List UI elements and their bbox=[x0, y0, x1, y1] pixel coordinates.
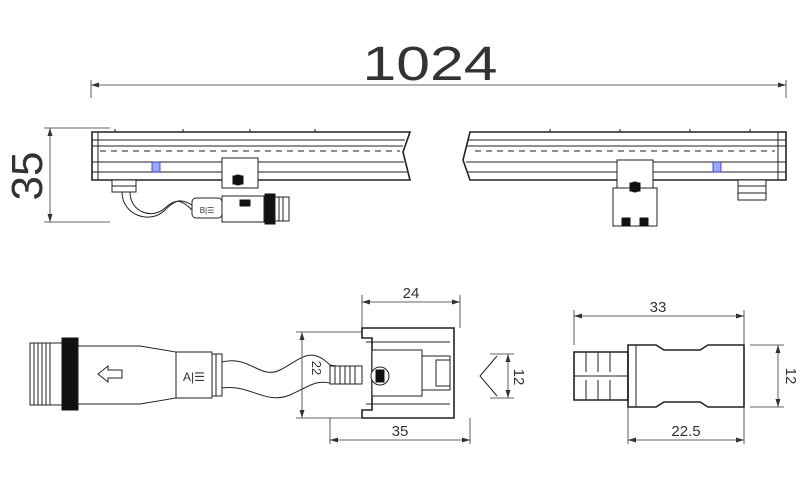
clip-detail bbox=[573, 344, 745, 408]
height-label-35: 35 bbox=[3, 152, 52, 201]
clip-body-width-label: 22.5 bbox=[671, 423, 700, 440]
clip-height-label: 12 bbox=[782, 368, 799, 385]
clip-dimensions: 33 22.5 12 bbox=[573, 299, 799, 444]
top-connector-label: B|☰ bbox=[200, 206, 215, 215]
total-width-label: 35 bbox=[392, 423, 409, 440]
height-dimension-35: 35 bbox=[3, 127, 110, 223]
clip-width-label: 24 bbox=[403, 285, 420, 302]
connector-dimensions: 24 35 22 12 bbox=[296, 285, 527, 444]
arrow-left-icon bbox=[97, 364, 123, 384]
light-bar-left bbox=[91, 129, 412, 193]
light-bar-right bbox=[462, 129, 787, 227]
connector-detail: A|☰ bbox=[29, 327, 498, 419]
overall-length-label: 1024 bbox=[363, 38, 498, 91]
top-cable-connector: B|☰ bbox=[121, 191, 290, 225]
clip-total-width-label: 33 bbox=[650, 299, 667, 316]
screw-icon bbox=[712, 161, 722, 173]
screw-icon bbox=[151, 161, 161, 173]
overall-length-dimension: 1024 bbox=[90, 38, 787, 98]
connector-height-label: 12 bbox=[510, 369, 527, 386]
cable-note-label: 22 bbox=[309, 361, 324, 375]
connector-label: A|☰ bbox=[183, 370, 205, 384]
